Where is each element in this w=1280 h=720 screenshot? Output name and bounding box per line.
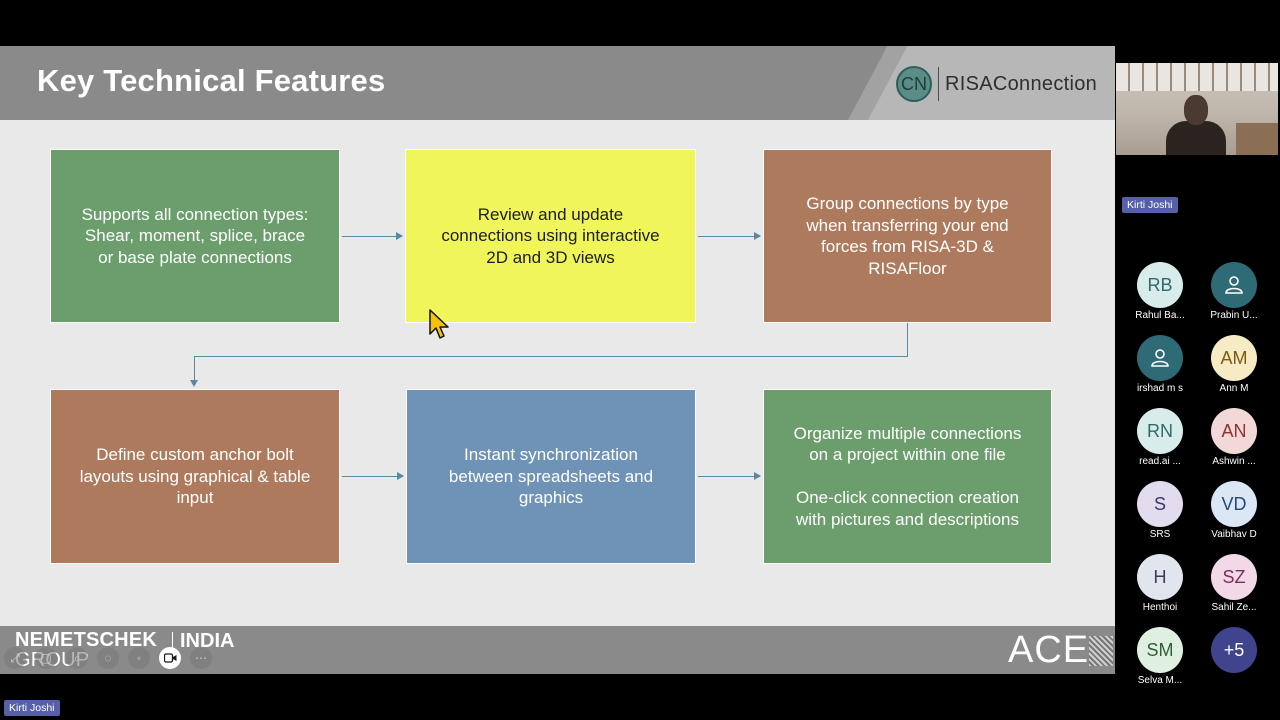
user-icon (1211, 262, 1257, 308)
connector-line (194, 356, 908, 357)
connector-line (907, 323, 908, 356)
participant-tile[interactable]: AM Ann M (1199, 335, 1269, 394)
video-desk (1236, 123, 1278, 155)
brand-separator (938, 67, 939, 101)
mouse-cursor-icon (429, 309, 449, 339)
participant-avatar: AM (1211, 335, 1257, 381)
slide-footer: NEMETSCHEK GROUP INDIA ACE (0, 626, 1115, 674)
participant-avatar: SZ (1211, 554, 1257, 600)
active-speaker-tag: Kirti Joshi (4, 700, 60, 716)
more-icon[interactable]: ◌ (97, 647, 119, 669)
participant-tile[interactable]: irshad m s (1125, 335, 1195, 394)
feature-box-review-views: Review and update connections using inte… (405, 149, 696, 323)
zoom-icon[interactable]: ⌕ (66, 647, 88, 669)
participant-name: irshad m s (1136, 383, 1184, 394)
presenter-controls: ⤢ ▢ ⌕ ◌ ◦ ⋯ (4, 646, 212, 670)
participant-tile[interactable]: S SRS (1125, 481, 1195, 540)
screen-icon[interactable]: ▢ (35, 647, 57, 669)
flow-arrow (342, 472, 404, 480)
participant-avatar: RB (1137, 262, 1183, 308)
participant-name: Sahil Ze... (1211, 602, 1257, 613)
brand-name: RISAConnection (945, 72, 1098, 95)
participant-avatar: H (1137, 554, 1183, 600)
feature-box-synchronization: Instant synchronization between spreadsh… (406, 389, 696, 564)
participant-tile[interactable]: RN read.ai ... (1125, 408, 1195, 467)
video-background (1116, 63, 1278, 91)
speaker-name-tag: Kirti Joshi (1122, 197, 1178, 213)
participant-tile[interactable]: SZ Sahil Ze... (1199, 554, 1269, 613)
participant-name: Ashwin ... (1212, 456, 1256, 467)
participant-name: Rahul Ba... (1135, 310, 1185, 321)
feature-box-group-connections: Group connections by type when transferr… (763, 149, 1052, 323)
participant-name: Vaibhav D (1211, 529, 1257, 540)
participant-avatar: AN (1211, 408, 1257, 454)
connector-arrowhead (190, 380, 198, 387)
feature-box-anchor-bolt: Define custom anchor bolt layouts using … (50, 389, 340, 564)
participant-name: Selva M... (1137, 675, 1183, 686)
participant-avatar: SM (1137, 627, 1183, 673)
participant-tile[interactable]: RB Rahul Ba... (1125, 262, 1195, 321)
participant-avatar: VD (1211, 481, 1257, 527)
participant-tile[interactable]: SM Selva M... (1125, 627, 1195, 686)
participant-tile[interactable]: VD Vaibhav D (1199, 481, 1269, 540)
flow-arrow (698, 472, 761, 480)
participant-name: SRS (1149, 529, 1171, 540)
flow-arrow (342, 232, 403, 240)
camera-icon[interactable] (159, 647, 181, 669)
participant-tile[interactable]: +5 (1199, 627, 1269, 673)
feature-box-organize: Organize multiple connections on a proje… (763, 389, 1052, 564)
participant-avatar: RN (1137, 408, 1183, 454)
expand-icon[interactable]: ⤢ (4, 647, 26, 669)
feature-text: Instant synchronization between spreadsh… (448, 445, 654, 508)
participant-name: Ann M (1219, 383, 1249, 394)
partner-logo: ACE (1008, 629, 1090, 671)
feature-text: Review and update connections using inte… (441, 204, 660, 267)
slide-title: Key Technical Features (37, 63, 386, 98)
feature-text: Supports all connection types: Shear, mo… (81, 204, 309, 267)
brand-logo: CN RISAConnection (896, 65, 1097, 103)
participant-tile[interactable]: AN Ashwin ... (1199, 408, 1269, 467)
participant-avatar: +5 (1211, 627, 1257, 673)
brand-badge: CN (896, 66, 932, 102)
user-icon (1137, 335, 1183, 381)
participant-tile[interactable]: Prabin U... (1199, 262, 1269, 321)
ellipsis-icon[interactable]: ⋯ (190, 647, 212, 669)
flow-arrow (698, 232, 761, 240)
feature-text: Group connections by type when transferr… (806, 194, 1009, 278)
participant-name: Henthoi (1142, 602, 1178, 613)
participant-name: read.ai ... (1139, 456, 1181, 467)
participant-name: Prabin U... (1210, 310, 1258, 321)
participant-tile[interactable]: H Henthoi (1125, 554, 1195, 613)
partner-mark-icon (1089, 636, 1113, 666)
presentation-slide: Key Technical Features CN RISAConnection… (0, 46, 1115, 674)
speaker-figure (1166, 121, 1226, 155)
participant-avatar: S (1137, 481, 1183, 527)
logo-line-1: NEMETSCHEK (15, 629, 158, 651)
feature-box-connection-types: Supports all connection types: Shear, mo… (50, 149, 340, 323)
connector-line (194, 356, 195, 382)
feature-text: Organize multiple connections on a proje… (793, 423, 1022, 529)
speaker-head (1184, 95, 1208, 125)
annotate-icon[interactable]: ◦ (128, 647, 150, 669)
feature-text: Define custom anchor bolt layouts using … (79, 445, 311, 508)
speaker-video[interactable] (1116, 63, 1278, 155)
region-label: INDIA (171, 630, 235, 652)
